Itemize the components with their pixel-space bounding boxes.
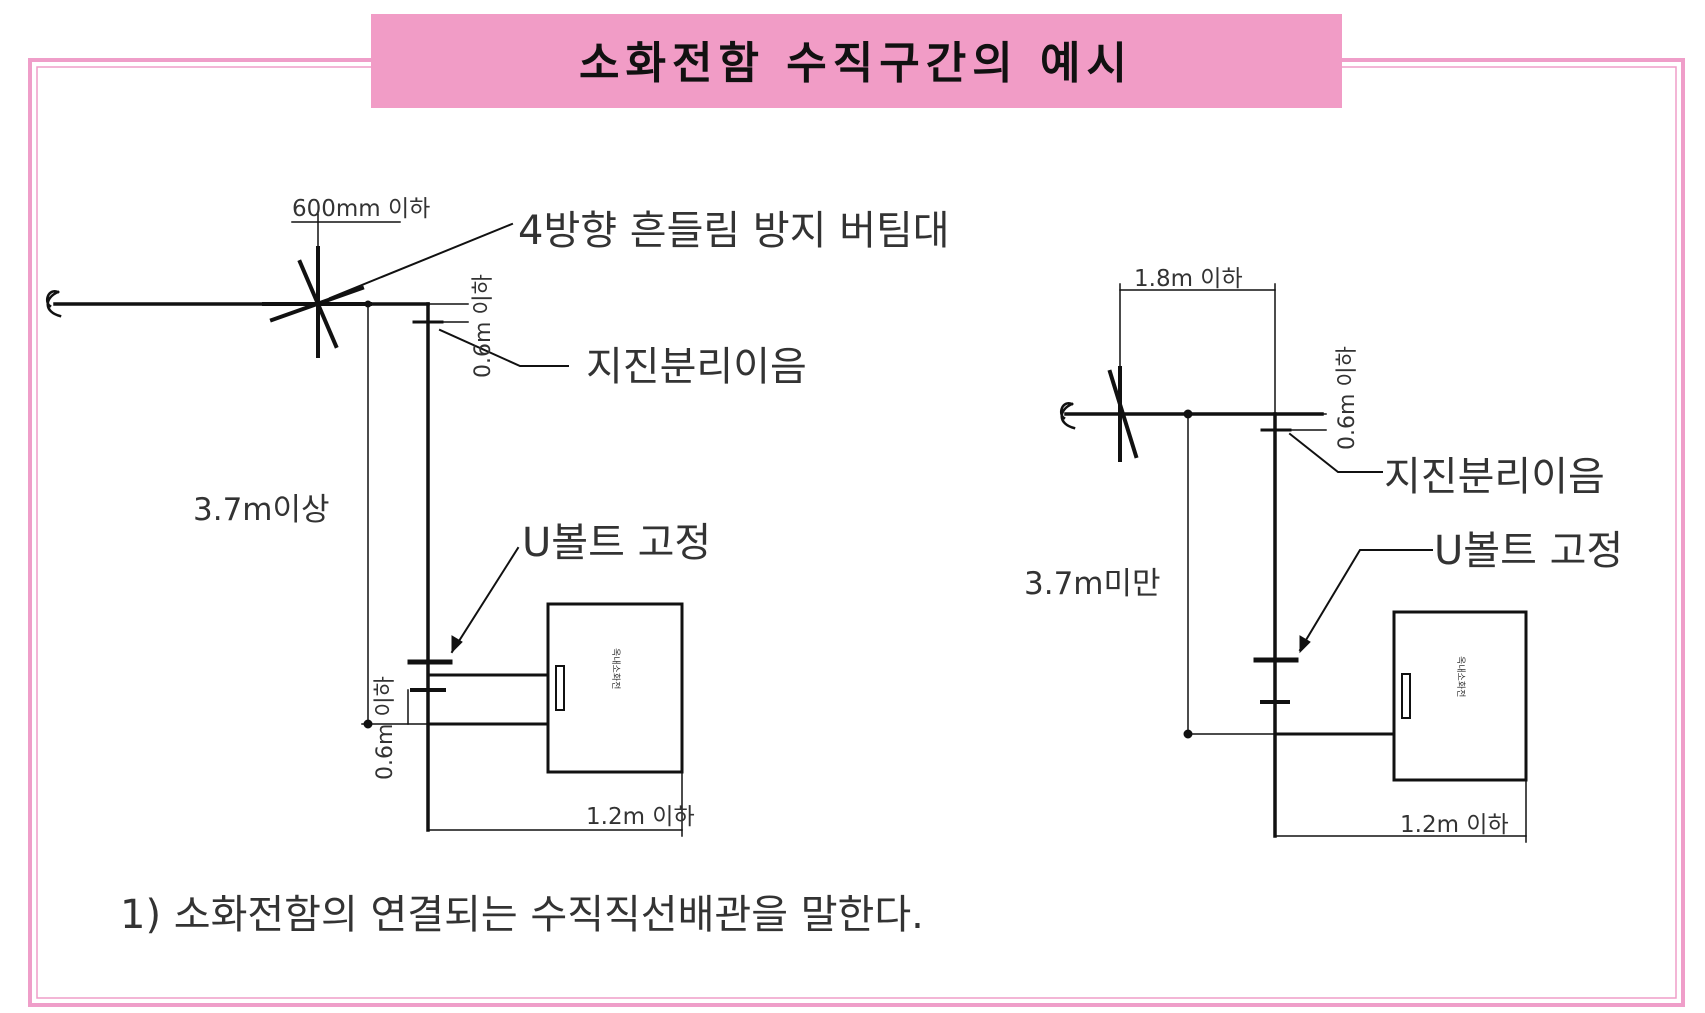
left-diagram [46,213,684,837]
inner-frame [36,66,1677,999]
left-dim-bottom-label: 1.2m 이하 [586,804,695,830]
right-joint-label: 지진분리이음 [1384,454,1605,500]
right-height-label: 3.7m미만 [1024,566,1161,602]
left-dim-top-label: 600mm 이하 [292,196,430,222]
footnote: 1) 소화전함의 연결되는 수직직선배관을 말한다. [120,892,924,938]
right-dim-side-top-label: 0.6m 이하 [1335,346,1360,450]
right-joint-leader [1288,432,1383,473]
right-dim-bottom-label: 1.2m 이하 [1400,812,1509,838]
left-ubolt-label: U볼트 고정 [522,520,711,566]
left-cabinet-text: 옥내소화전 [610,648,621,689]
title-bar [371,14,1342,108]
left-brace-label: 4방향 흔들림 방지 버팀대 [518,208,950,254]
left-dim-side-bottom-label: 0.6m 이하 [373,676,398,780]
left-joint-label: 지진분리이음 [586,344,807,390]
right-dim-top-label: 1.8m 이하 [1134,266,1243,292]
left-ubolt-arrowhead [451,635,463,654]
right-cabinet-handle [1401,673,1411,719]
right-brace-symbol [1107,366,1139,462]
left-brace-leader [328,222,514,300]
right-ubolt-arrowhead [1299,635,1311,654]
left-dim-side-top-label: 0.6m 이하 [471,274,496,378]
left-joint-leader [438,328,569,367]
left-cabinet [546,602,684,774]
right-ubolt-leader [1298,549,1433,652]
page-title: 소화전함 수직구간의 예시 [579,38,1133,89]
left-ubolt-leader [450,546,520,654]
left-pipe-break-symbol [46,290,62,318]
left-brace-symbol [262,246,372,358]
right-cabinet [1392,610,1528,782]
right-ubolt-label: U볼트 고정 [1434,528,1623,574]
right-cabinet-text: 옥내소화전 [1455,656,1466,697]
left-cabinet-handle [555,665,565,711]
right-diagram [1060,283,1528,843]
right-pipe-break-symbol [1060,402,1076,430]
left-height-label: 3.7m이상 [193,492,330,528]
